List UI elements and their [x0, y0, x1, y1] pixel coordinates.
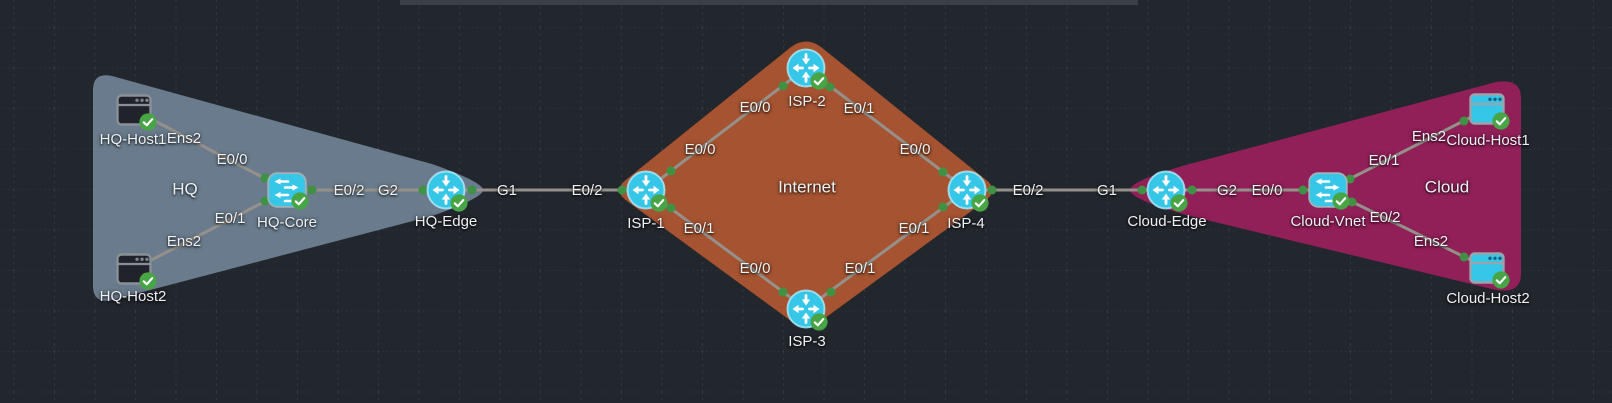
- iface-label-cloud-vnet-e0-2: E0/2: [1369, 208, 1401, 226]
- iface-label-isp-3-e0-1: E0/1: [844, 259, 876, 277]
- iface-label-cloud-vnet-e0-0: E0/0: [1251, 181, 1283, 199]
- status-ok-badge: [1492, 271, 1510, 289]
- node-label-cloud-host1: Cloud-Host1: [1446, 131, 1530, 149]
- iface-label-hq-edge-g1: G1: [496, 181, 518, 199]
- group-label-cloud: Cloud: [1424, 177, 1470, 197]
- iface-label-isp-4-e0-0: E0/0: [899, 140, 931, 158]
- iface-label-hq-edge-g2: G2: [377, 181, 399, 199]
- status-ok-badge: [1170, 194, 1188, 212]
- iface-label-cloud-edge-g1: G1: [1096, 181, 1118, 199]
- node-label-isp-3: ISP-3: [788, 332, 826, 350]
- node-hq-host1[interactable]: [116, 94, 157, 131]
- iface-label-cloud-edge-g2: G2: [1216, 181, 1238, 199]
- iface-label-hq-core-e0-0: E0/0: [216, 150, 248, 168]
- iface-label-isp-2-e0-0: E0/0: [739, 98, 771, 116]
- iface-label-isp-1-e0-0: E0/0: [684, 140, 716, 158]
- status-ok-badge: [450, 194, 468, 212]
- node-hq-host2[interactable]: [116, 253, 157, 290]
- iface-label-cloud-host2-ens2: Ens2: [1413, 232, 1449, 250]
- status-ok-badge: [291, 192, 309, 210]
- status-ok-badge: [810, 72, 828, 90]
- iface-label-cloud-host1-ens2: Ens2: [1411, 127, 1447, 145]
- group-label-hq: HQ: [172, 179, 198, 199]
- node-label-hq-core: HQ-Core: [256, 213, 318, 231]
- node-label-hq-edge: HQ-Edge: [414, 212, 478, 230]
- node-label-isp-1: ISP-1: [627, 214, 665, 232]
- status-ok-badge: [1492, 112, 1510, 130]
- iface-label-isp-4-e0-2: E0/2: [1012, 181, 1044, 199]
- iface-label-hq-core-e0-1: E0/1: [214, 209, 246, 227]
- status-ok-badge: [971, 194, 989, 212]
- status-ok-badge: [650, 194, 668, 212]
- iface-label-hq-host1-ens2: Ens2: [166, 129, 202, 147]
- group-shape-internet[interactable]: [619, 41, 993, 327]
- node-cloud-vnet[interactable]: [1308, 172, 1350, 210]
- node-cloud-host2[interactable]: [1469, 252, 1510, 289]
- node-label-isp-4: ISP-4: [947, 214, 985, 232]
- iface-label-hq-core-e0-2: E0/2: [333, 181, 365, 199]
- status-ok-badge: [139, 113, 157, 131]
- iface-label-isp-1-e0-1: E0/1: [683, 219, 715, 237]
- node-label-cloud-vnet: Cloud-Vnet: [1290, 212, 1366, 230]
- node-label-hq-host1: HQ-Host1: [99, 130, 167, 148]
- iface-label-cloud-vnet-e0-1: E0/1: [1368, 151, 1400, 169]
- status-ok-badge: [1332, 192, 1350, 210]
- node-label-cloud-edge: Cloud-Edge: [1127, 212, 1207, 230]
- iface-label-isp-3-e0-0: E0/0: [739, 259, 771, 277]
- group-label-internet: Internet: [778, 177, 836, 197]
- iface-label-isp-4-e0-1: E0/1: [898, 219, 930, 237]
- iface-label-hq-host2-ens2: Ens2: [166, 232, 202, 250]
- node-label-hq-host2: HQ-Host2: [99, 287, 167, 305]
- node-cloud-host1[interactable]: [1469, 93, 1510, 130]
- node-label-isp-2: ISP-2: [788, 92, 826, 110]
- iface-label-isp-1-e0-2: E0/2: [571, 181, 603, 199]
- top-window-strip: [400, 0, 1138, 5]
- iface-label-isp-2-e0-1: E0/1: [843, 99, 875, 117]
- node-hq-core[interactable]: [267, 172, 309, 210]
- node-label-cloud-host2: Cloud-Host2: [1446, 289, 1530, 307]
- status-ok-badge: [810, 313, 828, 331]
